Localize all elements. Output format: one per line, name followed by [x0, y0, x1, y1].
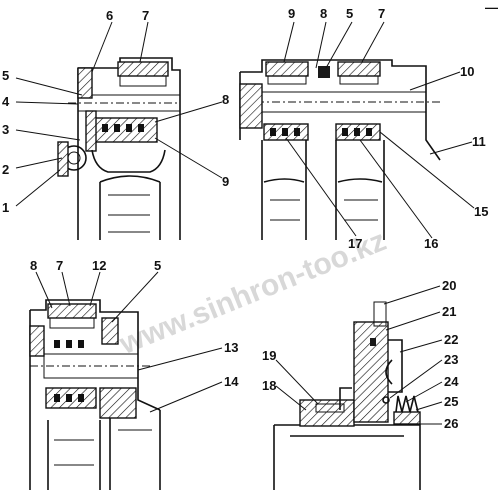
view-bottom-left: 8 7 12 5 13 14 [29, 258, 239, 490]
callout-5: 5 [154, 258, 161, 273]
callout-23: 23 [444, 352, 458, 367]
callout-7: 7 [142, 8, 149, 23]
callout-24: 24 [444, 374, 459, 389]
callout-3: 3 [2, 122, 9, 137]
view-top-left: 6 7 5 4 3 2 1 8 9 [2, 8, 229, 240]
view-bottom-right: 20 21 22 23 24 25 26 19 18 [262, 278, 459, 490]
callout-12: 12 [92, 258, 106, 273]
callout-10: 10 [460, 64, 474, 79]
callout-8: 8 [320, 6, 327, 21]
callout-6: 6 [106, 8, 113, 23]
callout-26: 26 [444, 416, 458, 431]
callout-13: 13 [224, 340, 238, 355]
callout-9: 9 [288, 6, 295, 21]
callout-22: 22 [444, 332, 458, 347]
view-top-right: 9 8 5 7 10 11 15 16 17 [239, 6, 488, 251]
callout-16: 16 [424, 236, 438, 251]
callout-19: 19 [262, 348, 276, 363]
callout-7: 7 [56, 258, 63, 273]
callout-21: 21 [442, 304, 456, 319]
corner-mark: — [485, 0, 498, 15]
callout-18: 18 [262, 378, 276, 393]
callout-4: 4 [2, 94, 10, 109]
callout-15: 15 [474, 204, 488, 219]
callout-8: 8 [222, 92, 229, 107]
callout-9: 9 [222, 174, 229, 189]
callout-5: 5 [346, 6, 353, 21]
callout-20: 20 [442, 278, 456, 293]
callout-5: 5 [2, 68, 9, 83]
callout-1: 1 [2, 200, 9, 215]
callout-2: 2 [2, 162, 9, 177]
callout-14: 14 [224, 374, 239, 389]
callout-11: 11 [472, 134, 486, 149]
callout-8: 8 [30, 258, 37, 273]
callout-17: 17 [348, 236, 362, 251]
callout-7: 7 [378, 6, 385, 21]
callout-25: 25 [444, 394, 458, 409]
